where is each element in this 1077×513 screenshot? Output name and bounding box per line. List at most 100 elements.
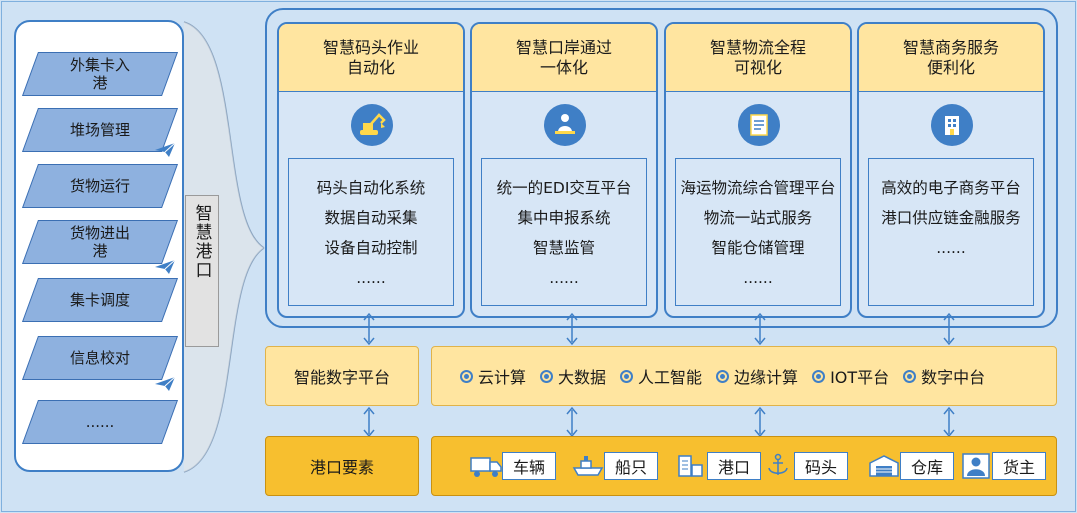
element-wharf: 码头 <box>762 451 849 481</box>
column-list: 高效的电子商务平台 港口供应链金融服务 ...... <box>868 158 1034 306</box>
list-item: 统一的EDI交互平台 <box>496 179 632 197</box>
column-title: 智慧商务服务 便利化 <box>859 24 1043 92</box>
ship-icon <box>572 451 604 481</box>
element-label: 货主 <box>992 452 1047 480</box>
smart-services-panel: 智慧码头作业 自动化 码头自动化系统 数据自动采集 设备自动控制 ...... … <box>265 8 1058 328</box>
service-column-logistics: 智慧物流全程 可视化 海运物流综合管理平台 物流一站式服务 智能仓储管理 ...… <box>664 22 852 318</box>
port-elements-box: 港口要素 <box>265 436 419 496</box>
list-item: 数据自动采集 <box>324 209 418 227</box>
activity-label: 信息校对 <box>69 349 130 367</box>
tech-label: 数字中台 <box>921 368 986 387</box>
column-title: 智慧口岸通过 一体化 <box>472 24 656 92</box>
tech-item: 人工智能 <box>620 364 702 388</box>
element-ship: 船只 <box>572 451 659 481</box>
person-icon <box>960 451 992 481</box>
list-item: ...... <box>936 239 966 257</box>
list-item: 智能仓储管理 <box>711 239 805 257</box>
element-label: 码头 <box>794 452 849 480</box>
list-item: 高效的电子商务平台 <box>881 179 1021 197</box>
tech-item: IOT平台 <box>812 364 889 388</box>
double-arrow <box>566 406 578 438</box>
list-item: ...... <box>356 269 386 287</box>
target-bullet-icon <box>903 369 917 383</box>
double-arrow <box>363 312 375 346</box>
list-item: ...... <box>549 269 579 287</box>
service-column-customs: 智慧口岸通过 一体化 统一的EDI交互平台 集中申报系统 智慧监管 ...... <box>470 22 658 318</box>
document-icon <box>738 104 780 146</box>
paper-plane-icon <box>155 259 176 274</box>
activity-label: 集卡调度 <box>69 291 130 309</box>
digital-platform-label: 智能数字平台 <box>293 368 390 387</box>
list-item: 港口供应链金融服务 <box>881 209 1021 227</box>
double-arrow <box>943 312 955 346</box>
element-cargo-owner: 货主 <box>960 451 1047 481</box>
tech-label: 人工智能 <box>638 368 703 387</box>
paper-plane-icon <box>155 376 176 391</box>
service-column-commerce: 智慧商务服务 便利化 高效的电子商务平台 港口供应链金融服务 ...... <box>857 22 1045 318</box>
column-title: 智慧码头作业 自动化 <box>279 24 463 92</box>
target-bullet-icon <box>460 369 473 383</box>
double-arrow <box>943 406 955 438</box>
list-item: 码头自动化系统 <box>316 179 426 197</box>
tech-item: 数字中台 <box>903 364 985 388</box>
tech-label: 大数据 <box>558 368 607 387</box>
element-warehouse: 仓库 <box>868 451 955 481</box>
column-list: 码头自动化系统 数据自动采集 设备自动控制 ...... <box>288 158 454 306</box>
technology-bar: 云计算 大数据 人工智能 边缘计算 IOT平台 数字中台 <box>431 346 1057 406</box>
element-label: 港口 <box>707 452 762 480</box>
worker-desk-icon <box>544 104 586 146</box>
anchor-icon <box>762 451 794 481</box>
smart-port-text: 智慧港口 <box>191 204 212 280</box>
element-label: 船只 <box>604 452 659 480</box>
port-building-icon <box>675 451 707 481</box>
target-bullet-icon <box>540 369 554 383</box>
column-list: 海运物流综合管理平台 物流一站式服务 智能仓储管理 ...... <box>675 158 841 306</box>
activity-item: 堆场管理 <box>21 108 179 152</box>
digital-platform-box: 智能数字平台 <box>265 346 419 406</box>
activity-label: 货物进出 港 <box>69 224 130 260</box>
activity-label: 堆场管理 <box>69 121 130 139</box>
list-item: 物流一站式服务 <box>703 209 813 227</box>
truck-icon <box>470 451 502 481</box>
activity-label: ...... <box>85 413 115 431</box>
element-label: 车辆 <box>502 452 557 480</box>
activity-label: 外集卡入 港 <box>69 56 130 92</box>
list-item: 智慧监管 <box>532 239 595 257</box>
double-arrow <box>754 312 766 346</box>
activity-item: ...... <box>21 400 179 444</box>
element-port: 港口 <box>675 451 762 481</box>
double-arrow <box>566 312 578 346</box>
curly-connector <box>183 21 265 473</box>
activity-item: 集卡调度 <box>21 278 179 322</box>
double-arrow <box>363 406 375 438</box>
smart-port-label: 智慧港口 <box>185 195 219 347</box>
tech-label: 边缘计算 <box>734 368 799 387</box>
paper-plane-icon <box>155 142 176 157</box>
element-label: 仓库 <box>900 452 955 480</box>
excavator-icon <box>351 104 393 146</box>
port-elements-bar: 车辆 船只 港口 码头 仓库 货主 <box>431 436 1057 496</box>
list-item: 海运物流综合管理平台 <box>680 179 836 197</box>
target-bullet-icon <box>716 369 730 383</box>
list-item: ...... <box>743 269 773 287</box>
tech-item: 大数据 <box>540 364 606 388</box>
warehouse-icon <box>868 451 900 481</box>
column-list: 统一的EDI交互平台 集中申报系统 智慧监管 ...... <box>481 158 647 306</box>
tech-label: 云计算 <box>478 368 527 387</box>
list-item: 集中申报系统 <box>517 209 611 227</box>
tech-item: 边缘计算 <box>716 364 798 388</box>
column-title: 智慧物流全程 可视化 <box>666 24 850 92</box>
activity-item: 外集卡入 港 <box>21 52 179 96</box>
activity-item: 货物运行 <box>21 164 179 208</box>
activity-item: 信息校对 <box>21 336 179 380</box>
double-arrow <box>754 406 766 438</box>
list-item: 设备自动控制 <box>324 239 418 257</box>
activity-label: 货物运行 <box>69 177 130 195</box>
element-vehicle: 车辆 <box>470 451 557 481</box>
port-elements-label: 港口要素 <box>309 458 374 477</box>
target-bullet-icon <box>620 369 634 383</box>
tech-item: 云计算 <box>460 364 526 388</box>
port-activities-panel: 外集卡入 港 堆场管理 货物运行 货物进出 港 集卡调度 信息校对 ...... <box>14 20 184 472</box>
